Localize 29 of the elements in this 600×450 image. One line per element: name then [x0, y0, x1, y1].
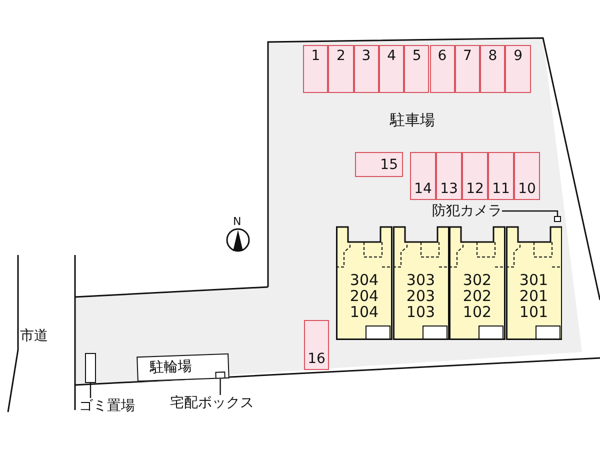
callout-text: 防犯カメラ	[432, 203, 502, 219]
parking-space: 11	[488, 152, 514, 200]
leader-line	[502, 210, 558, 216]
parking-space: 15	[355, 152, 403, 177]
parking-space: 12	[462, 152, 488, 200]
camera-icon	[554, 216, 561, 222]
parking-space: 16	[304, 320, 329, 370]
parking-space: 5	[404, 45, 430, 93]
parking-space: 8	[480, 45, 506, 93]
road-label: 市道	[20, 328, 48, 344]
area-label: 駐車場	[390, 112, 435, 128]
parking-space: 14	[410, 152, 436, 200]
leader-line	[220, 378, 221, 395]
parking-space: 6	[430, 45, 455, 93]
leader-line	[90, 383, 92, 398]
parking-space: 10	[514, 152, 540, 200]
parking-space: 7	[454, 45, 480, 93]
compass-letter: N	[233, 214, 242, 230]
callout-text: ゴミ置場	[79, 398, 135, 414]
garbage-box	[85, 353, 96, 383]
parking-space: 9	[505, 45, 531, 93]
callout-text: 宅配ボックス	[170, 395, 254, 411]
parking-space: 13	[436, 152, 462, 200]
delivery-box	[215, 372, 226, 379]
parking-space: 1	[303, 45, 328, 93]
parking-space: 2	[328, 45, 354, 93]
bicycle-parking-box: 駐輪場	[136, 353, 230, 382]
parking-space: 4	[378, 45, 404, 93]
parking-space: 3	[354, 45, 379, 93]
